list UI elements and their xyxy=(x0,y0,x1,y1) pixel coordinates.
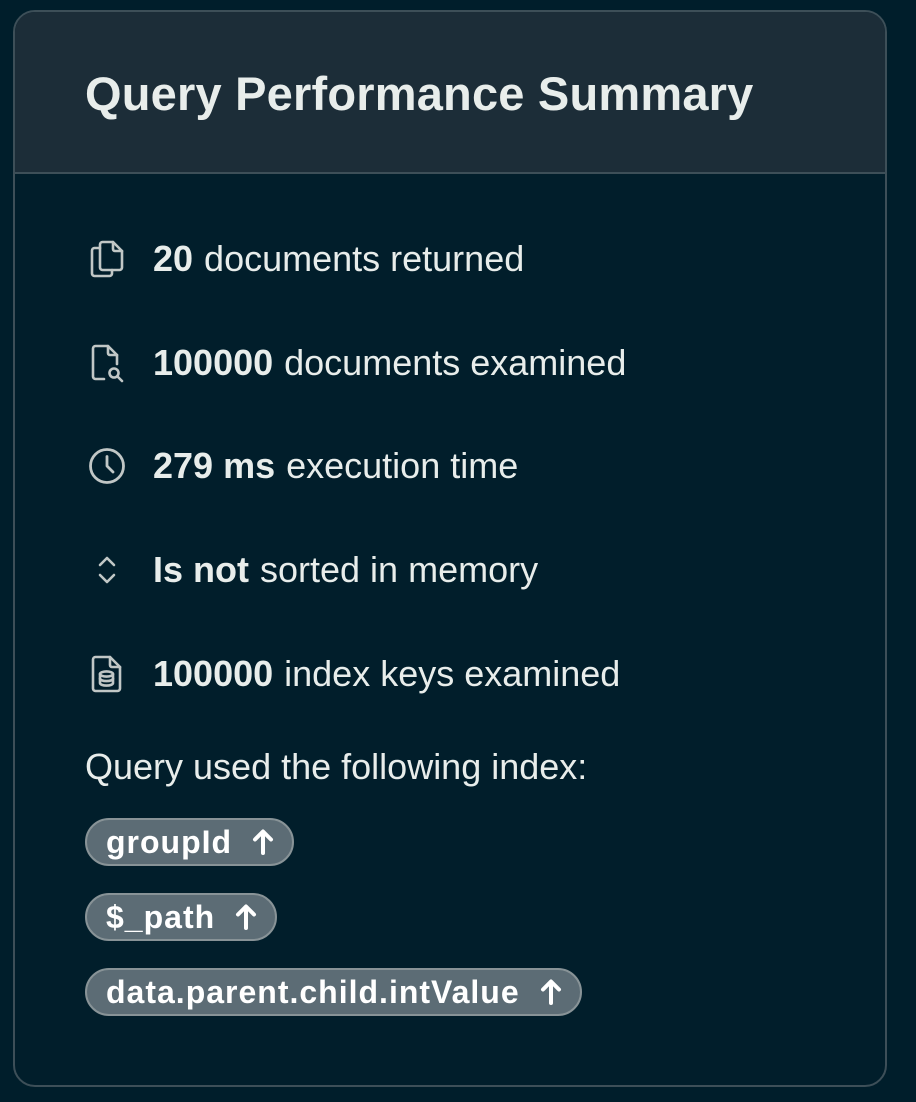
index-field-name: $_path xyxy=(106,898,216,935)
card-title: Query Performance Summary xyxy=(85,67,754,120)
document-search-icon xyxy=(85,341,129,385)
index-field-badge-intvalue: data.parent.child.intValue xyxy=(85,968,582,1016)
execution-time-value: 279 ms xyxy=(153,445,276,486)
index-heading: Query used the following index: xyxy=(85,746,588,787)
arrow-up-icon xyxy=(235,903,257,931)
stat-sorted-in-memory: Is not sorted in memory xyxy=(85,540,538,600)
clock-icon xyxy=(85,444,129,488)
documents-returned-label: documents returned xyxy=(204,238,525,279)
card-header: Query Performance Summary xyxy=(15,12,885,174)
sort-icon xyxy=(85,548,129,592)
arrow-up-icon xyxy=(252,828,274,856)
sorted-in-memory-label: sorted in memory xyxy=(260,549,539,590)
sorted-in-memory-value: Is not xyxy=(153,549,249,590)
index-keys-examined-value: 100000 xyxy=(153,653,274,694)
arrow-up-icon xyxy=(540,978,562,1006)
index-keys-examined-label: index keys examined xyxy=(284,653,621,694)
index-field-badge-path: $_path xyxy=(85,893,278,941)
documents-icon xyxy=(85,237,129,281)
index-field-name: groupId xyxy=(106,823,233,860)
index-field-name: data.parent.child.intValue xyxy=(106,973,520,1010)
documents-examined-label: documents examined xyxy=(284,342,627,383)
index-field-badge-groupid: groupId xyxy=(85,818,295,866)
documents-examined-value: 100000 xyxy=(153,342,274,383)
execution-time-label: execution time xyxy=(286,445,519,486)
document-database-icon xyxy=(85,652,129,696)
documents-returned-value: 20 xyxy=(153,238,194,279)
